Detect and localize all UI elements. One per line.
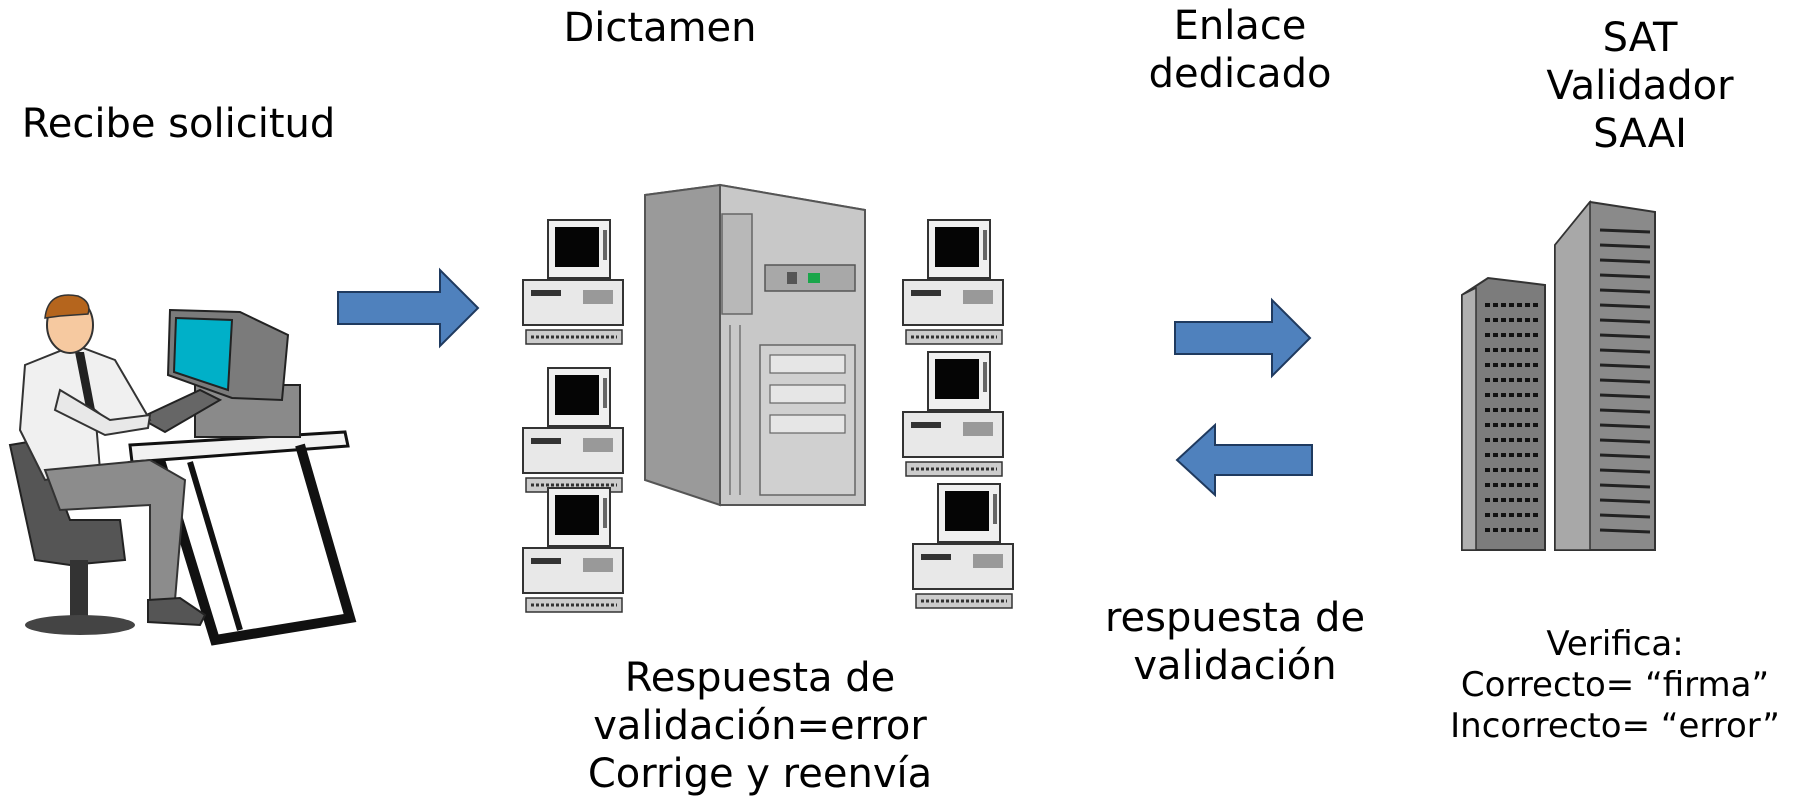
arrow-to-sat: [1174, 297, 1312, 379]
server-tower-icon: [644, 183, 866, 507]
office-buildings-icon: [1461, 199, 1656, 551]
arrow-to-dictamen: [337, 267, 480, 349]
dictamen-label: Dictamen: [563, 5, 757, 51]
workstation-icon-right-2: [901, 350, 1005, 478]
person-at-computer-icon: [8, 294, 357, 646]
recibe-solicitud-label: Recibe solicitud: [21, 101, 336, 147]
sat-validador-label: SAT Validador SAAI: [1546, 15, 1734, 157]
respuesta-error-label: Respuesta de validación=error Corrige y …: [587, 655, 933, 797]
workstation-icon-right-1: [901, 218, 1005, 346]
arrow-from-sat: [1175, 422, 1313, 498]
enlace-dedicado-label: Enlace dedicado: [1148, 3, 1332, 97]
workstation-icon-left-2: [521, 366, 625, 494]
respuesta-validacion-label: respuesta de validación: [1104, 595, 1366, 689]
workstation-icon-left-1: [521, 218, 625, 346]
workstation-icon-right-3: [911, 482, 1015, 610]
workstation-icon-left-3: [521, 486, 625, 614]
verifica-label: Verifica: Correcto= “firma” Incorrecto= …: [1450, 624, 1780, 746]
